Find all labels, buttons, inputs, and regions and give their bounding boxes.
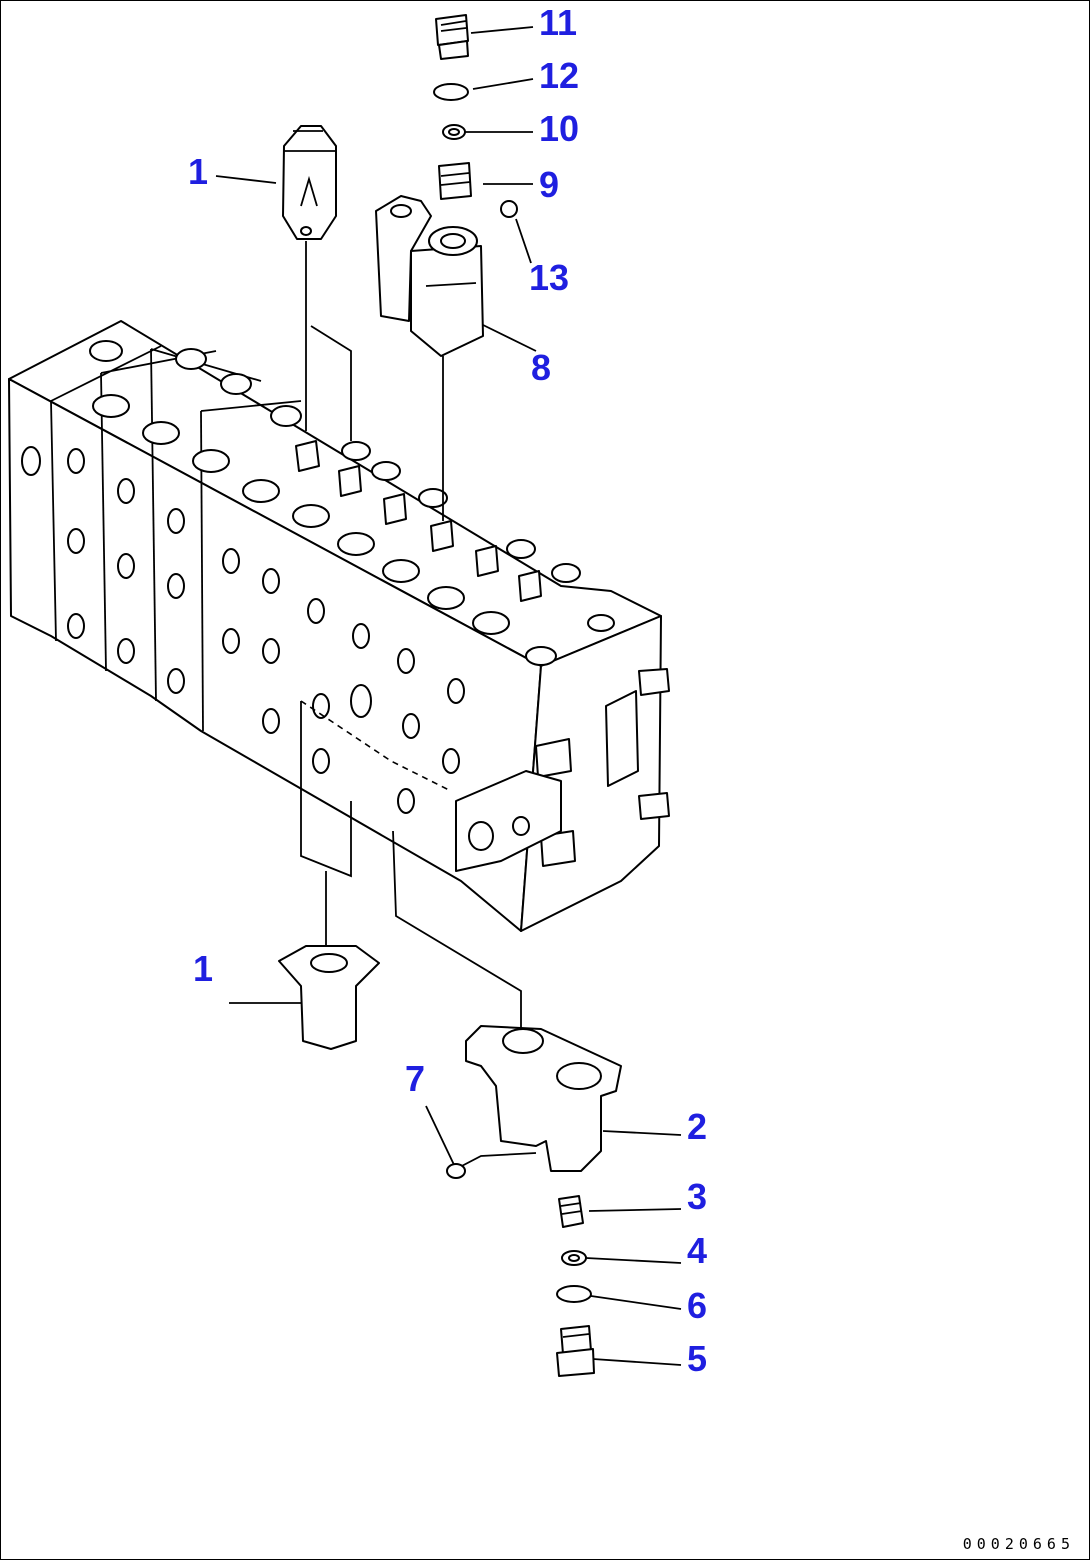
callout-4: 4 xyxy=(687,1230,708,1271)
part-1-lower-valve xyxy=(278,945,380,1050)
callout-8: 8 xyxy=(531,347,552,388)
callout-2: 2 xyxy=(687,1106,708,1147)
document-number: 00020665 xyxy=(962,1535,1075,1553)
part-1-upper-valve xyxy=(282,125,337,240)
part-10-nut xyxy=(442,124,466,140)
callout-3: 3 xyxy=(687,1176,708,1217)
callout-10: 10 xyxy=(539,108,580,149)
part-12-o-ring xyxy=(433,83,469,101)
callout-11: 11 xyxy=(539,2,578,43)
callout-6: 6 xyxy=(687,1285,708,1326)
callout-12: 12 xyxy=(539,55,580,96)
callout-7: 7 xyxy=(405,1058,426,1099)
part-3-plug xyxy=(558,1195,584,1228)
part-6-o-ring xyxy=(556,1285,592,1303)
assembly-lines xyxy=(215,26,682,1366)
callout-13: 13 xyxy=(529,257,570,298)
part-2-valve-housing xyxy=(465,1025,622,1172)
part-8-solenoid-valve xyxy=(375,195,484,357)
callout-1-lower: 1 xyxy=(193,948,214,989)
part-11-plug xyxy=(435,14,469,60)
part-13-plug xyxy=(500,200,518,218)
part-4-nut xyxy=(561,1250,587,1266)
control-valve-block xyxy=(8,320,670,932)
part-9-fitting xyxy=(438,162,472,200)
part-7-bolt xyxy=(446,1163,466,1179)
callout-1-upper: 1 xyxy=(188,151,209,192)
callout-5: 5 xyxy=(687,1338,708,1379)
callout-9: 9 xyxy=(539,164,560,205)
part-5-plug xyxy=(556,1325,595,1377)
